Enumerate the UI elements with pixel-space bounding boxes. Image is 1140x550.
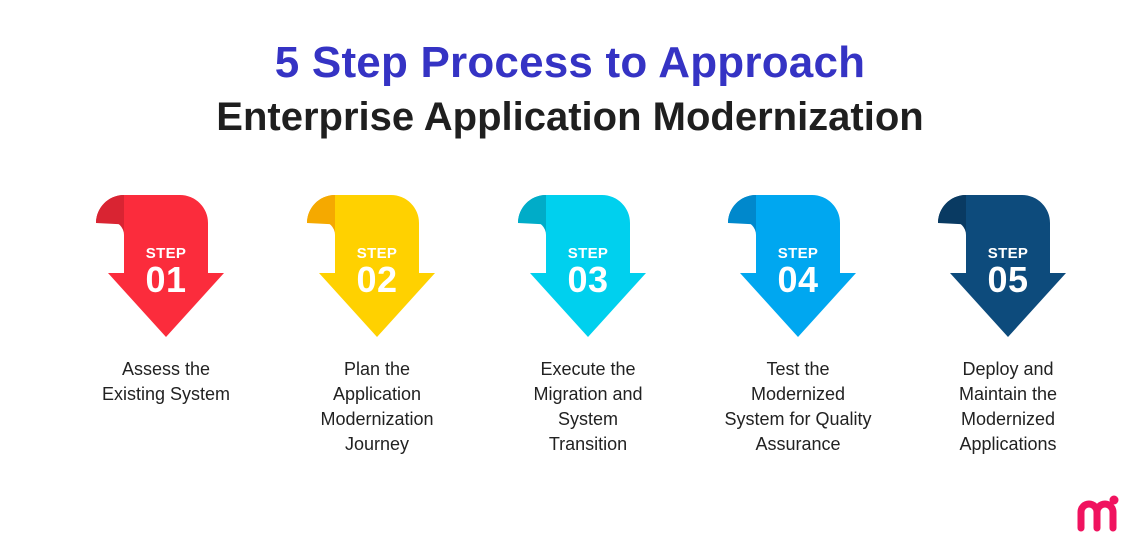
step-label: STEP bbox=[567, 245, 609, 262]
step-description-line: Assess the bbox=[121, 359, 211, 379]
step-arrow-icon: STEP 02 bbox=[307, 195, 487, 340]
step-description: Deploy and Maintain the Modernized Appli… bbox=[918, 357, 1098, 457]
step-number: 04 bbox=[777, 259, 819, 300]
logo-dot bbox=[1109, 495, 1119, 505]
step-description-line: Plan the bbox=[343, 359, 411, 379]
step-label: STEP bbox=[145, 245, 187, 262]
arrow-body bbox=[319, 195, 435, 337]
logo-m bbox=[1077, 500, 1117, 532]
arrow-curl bbox=[518, 195, 546, 235]
step-description-line: Maintain the bbox=[958, 384, 1058, 404]
step-description-line: Modernized bbox=[960, 409, 1056, 429]
arrow-body bbox=[530, 195, 646, 337]
step-description-line: Migration and bbox=[533, 384, 643, 404]
mi-logo-icon bbox=[1076, 494, 1122, 532]
step-description-line: Deploy and bbox=[962, 359, 1054, 379]
step-description: Plan the Application Modernization Journ… bbox=[287, 357, 467, 457]
step-arrow-icon: STEP 03 bbox=[518, 195, 698, 340]
arrow-body bbox=[950, 195, 1066, 337]
step-number: 05 bbox=[987, 259, 1029, 300]
step-description-line: Test the bbox=[766, 359, 830, 379]
step-label: STEP bbox=[777, 245, 819, 262]
arrow-curl bbox=[728, 195, 756, 235]
title-line-1: 5 Step Process to Approach bbox=[274, 38, 866, 87]
step-description: Execute the Migration and System Transit… bbox=[498, 357, 678, 457]
step-description-line: Modernized bbox=[750, 384, 846, 404]
arrow-curl bbox=[938, 195, 966, 235]
step-description-line: Application bbox=[332, 384, 422, 404]
arrow-curl bbox=[307, 195, 335, 235]
step-description: Test the Modernized System for Quality A… bbox=[708, 357, 888, 457]
step-number: 01 bbox=[145, 259, 187, 300]
step-description-line: Existing System bbox=[101, 384, 231, 404]
step-description-line: System for Quality bbox=[724, 409, 872, 429]
arrow-body bbox=[108, 195, 224, 337]
step-number: 03 bbox=[567, 259, 609, 300]
arrow-curl bbox=[96, 195, 124, 235]
step-description-line: Modernization bbox=[320, 409, 434, 429]
step-arrow-icon: STEP 01 bbox=[96, 195, 276, 340]
step-arrow-icon: STEP 04 bbox=[728, 195, 908, 340]
step-description-line: Journey bbox=[344, 434, 410, 454]
step-description: Assess the Existing System bbox=[76, 357, 256, 407]
title-line-2: Enterprise Application Modernization bbox=[216, 95, 924, 139]
step-arrow-icon: STEP 05 bbox=[938, 195, 1118, 340]
step-number: 02 bbox=[356, 259, 398, 300]
step-description-line: Assurance bbox=[755, 434, 841, 454]
step-label: STEP bbox=[987, 245, 1029, 262]
arrow-body bbox=[740, 195, 856, 337]
step-description-line: Execute the bbox=[540, 359, 636, 379]
step-description-line: Transition bbox=[548, 434, 628, 454]
step-description-line: Applications bbox=[959, 434, 1057, 454]
step-label: STEP bbox=[356, 245, 398, 262]
step-description-line: System bbox=[557, 409, 618, 429]
